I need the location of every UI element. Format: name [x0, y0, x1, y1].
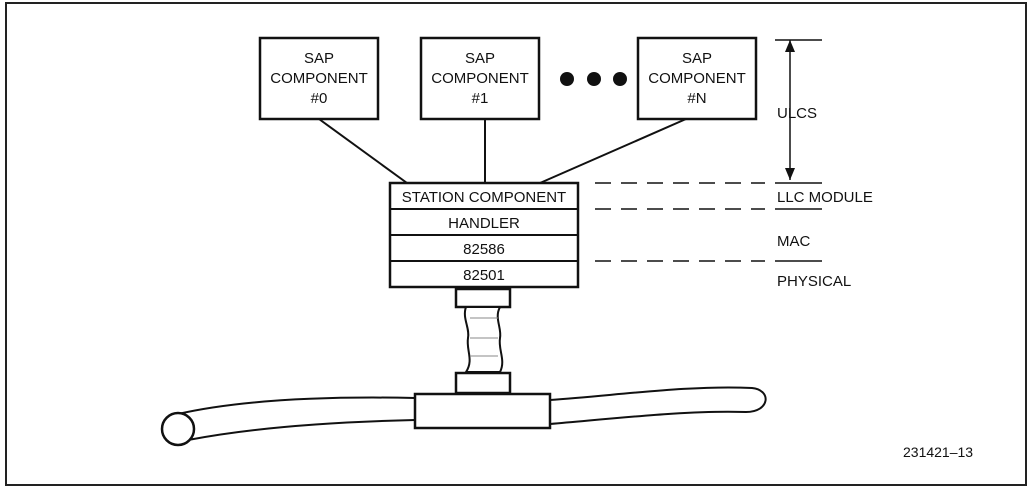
- sap-n-line3: #N: [687, 90, 706, 107]
- sap-connectors: [318, 118, 687, 184]
- sap-component-0: SAP COMPONENT #0: [258, 36, 380, 121]
- sap-n-line2: COMPONENT: [648, 70, 746, 87]
- sap-component-1: SAP COMPONENT #1: [419, 36, 541, 121]
- transceiver-cable: [454, 287, 512, 395]
- chip-82586-label: 82586: [463, 241, 505, 258]
- chip-82501-label: 82501: [463, 267, 505, 284]
- mac-label: MAC: [777, 233, 811, 250]
- ellipsis-dots: [560, 72, 627, 86]
- cable-terminator: [160, 411, 196, 447]
- sap-0-line1: SAP: [304, 50, 334, 67]
- figure-frame: [5, 2, 1027, 486]
- coax-cable: [160, 386, 767, 447]
- ulcs-label: ULCS: [777, 105, 817, 122]
- sap-n-line1: SAP: [682, 50, 712, 67]
- cable-tap: [413, 392, 552, 430]
- llc-module-label: LLC MODULE: [777, 189, 873, 206]
- ulcs-bracket: [775, 39, 822, 180]
- sap-component-n: SAP COMPONENT #N: [636, 36, 758, 121]
- layer-boundaries: [595, 182, 822, 262]
- figure-id: 231421–13: [903, 444, 973, 460]
- sap-1-line1: SAP: [465, 50, 495, 67]
- station-stack: STATION COMPONENT HANDLER 82586 82501: [388, 181, 580, 289]
- physical-label: PHYSICAL: [777, 273, 851, 290]
- sap-1-line3: #1: [472, 90, 489, 107]
- handler-label: HANDLER: [448, 215, 520, 232]
- station-component-label: STATION COMPONENT: [402, 189, 566, 206]
- sap-0-line2: COMPONENT: [270, 70, 368, 87]
- sap-0-line3: #0: [311, 90, 328, 107]
- sap-1-line2: COMPONENT: [431, 70, 529, 87]
